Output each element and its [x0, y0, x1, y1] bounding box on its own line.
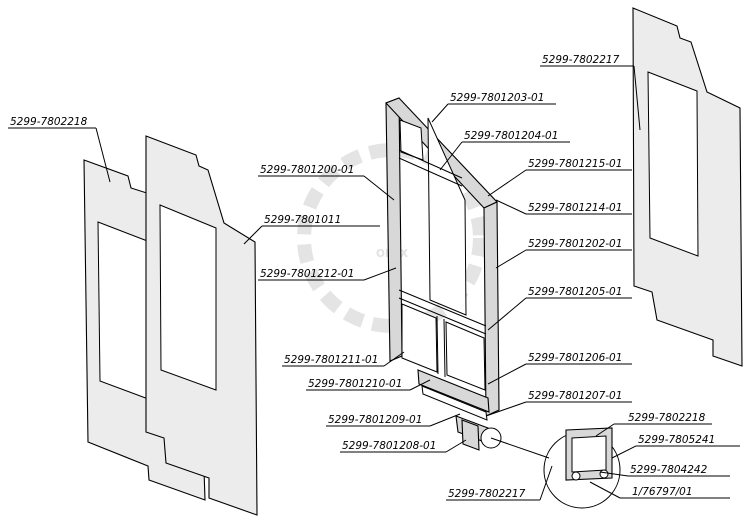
label-5299-7801214-01: 5299-7801214-01 [528, 202, 622, 214]
label-5299-7801205-01: 5299-7801205-01 [528, 286, 622, 298]
label-5299-7802217-top: 5299-7802217 [542, 54, 620, 66]
door-frame [385, 97, 502, 451]
label-5299-7802217-bottom: 5299-7802217 [448, 488, 526, 500]
label-5299-7801206-01: 5299-7801206-01 [528, 352, 622, 364]
label-5299-7804242: 5299-7804242 [630, 464, 708, 476]
label-5299-7801209-01: 5299-7801209-01 [328, 414, 422, 426]
label-5299-7805241: 5299-7805241 [638, 434, 715, 446]
label-5299-7801215-01: 5299-7801215-01 [528, 158, 622, 170]
leader-lines [8, 65, 740, 501]
label-5299-7801204-01: 5299-7801204-01 [464, 130, 558, 142]
label-5299-7801200-01: 5299-7801200-01 [260, 164, 354, 176]
left-front-panel [145, 135, 258, 516]
label-5299-7802218-left: 5299-7802218 [10, 116, 88, 128]
label-5299-7801011: 5299-7801011 [264, 214, 341, 226]
right-panel [632, 7, 743, 367]
label-1-76797-01: 1/76797/01 [632, 486, 693, 498]
label-5299-7801207-01: 5299-7801207-01 [528, 390, 622, 402]
label-5299-7801210-01: 5299-7801210-01 [308, 378, 402, 390]
label-5299-7801212-01: 5299-7801212-01 [260, 268, 354, 280]
part-labels: 5299-7802217 5299-7802218 5299-7801203-0… [10, 54, 715, 500]
label-5299-7801211-01: 5299-7801211-01 [284, 354, 378, 366]
label-5299-7801202-01: 5299-7801202-01 [528, 238, 622, 250]
detail-section [490, 427, 621, 509]
label-5299-7801203-01: 5299-7801203-01 [450, 92, 544, 104]
label-5299-7801208-01: 5299-7801208-01 [342, 440, 436, 452]
label-5299-7802218-detail: 5299-7802218 [628, 412, 706, 424]
